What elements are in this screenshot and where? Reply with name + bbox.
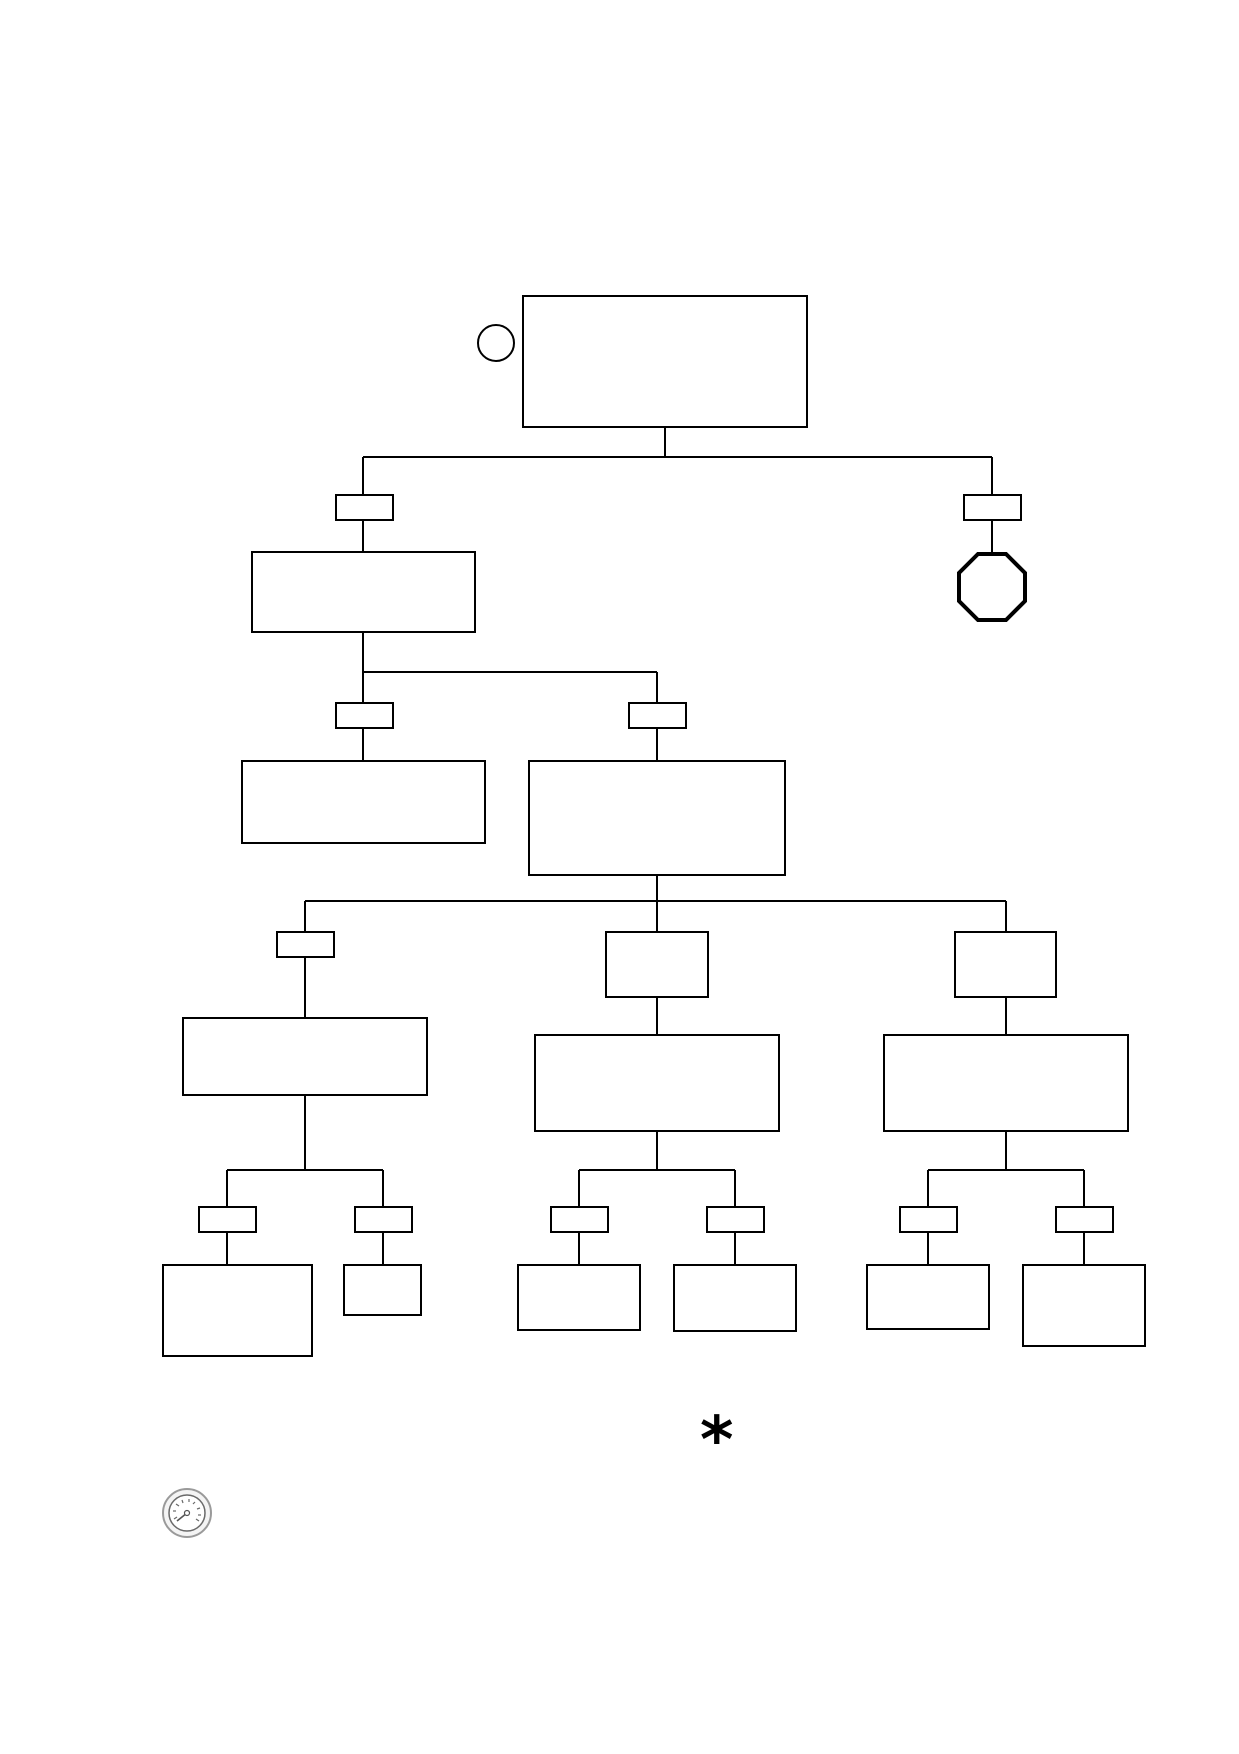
level2-left-box: [241, 760, 486, 844]
connectors-level3: [304, 875, 1007, 1035]
edge-label-a1: [198, 1206, 257, 1233]
leaf-a1-box: [162, 1264, 313, 1357]
leaf-a2-box: [343, 1264, 422, 1316]
connectors-level2: [362, 632, 658, 761]
level3-c-box: [883, 1034, 1129, 1132]
start-circle: [477, 324, 515, 362]
stop-octagon: [957, 552, 1027, 622]
edge-label-right-2: [628, 702, 687, 729]
edge-label-a2: [354, 1206, 413, 1233]
leaf-c2-box: [1022, 1264, 1146, 1347]
edge-label-right-1: [963, 494, 1022, 521]
level3-b-box: [534, 1034, 780, 1132]
connectors-level4: [226, 1095, 1085, 1265]
gauge-icon: [162, 1488, 212, 1538]
leaf-c1-box: [866, 1264, 990, 1330]
leaf-b1-box: [517, 1264, 641, 1331]
leaf-b2-box: [673, 1264, 797, 1332]
edge-label-c2: [1055, 1206, 1114, 1233]
edge-label-a: [276, 931, 335, 958]
edge-label-b1: [550, 1206, 609, 1233]
edge-label-c1: [899, 1206, 958, 1233]
level3-a-box: [182, 1017, 428, 1096]
asterisk-mark: *: [700, 1404, 733, 1478]
level2-right-box: [528, 760, 786, 876]
level1-left-box: [251, 551, 476, 633]
edge-label-left-2: [335, 702, 394, 729]
edge-label-left-1: [335, 494, 394, 521]
root-box: [522, 295, 808, 428]
edge-label-b: [605, 931, 709, 998]
edge-label-b2: [706, 1206, 765, 1233]
edge-label-c: [954, 931, 1057, 998]
connectors-level1: [362, 427, 993, 552]
